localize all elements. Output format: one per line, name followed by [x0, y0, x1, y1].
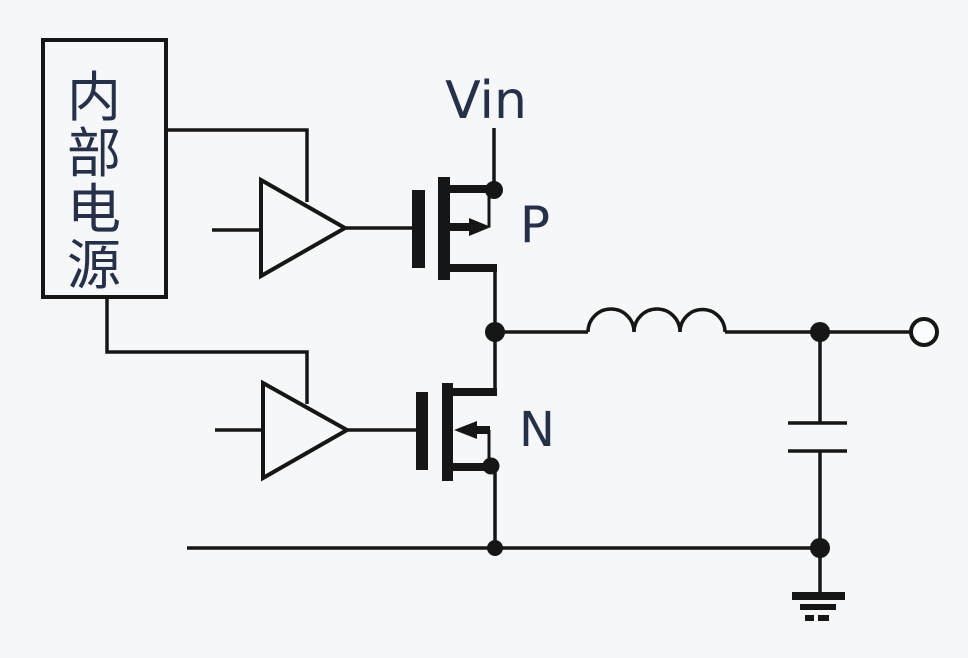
nmos-label: N	[519, 402, 555, 458]
vin-label: Vin	[445, 71, 527, 131]
pmos-channel-bar	[438, 177, 450, 280]
buffer-triangle-icon	[261, 379, 352, 482]
switch-node-junction-dot	[485, 322, 505, 342]
ground-bar-3b	[818, 615, 829, 621]
bottom-driver-buffer	[261, 379, 352, 482]
wire-box-to-top-driver	[166, 128, 309, 202]
internal-power-label-char-3: 电	[67, 178, 121, 241]
output-capacitor	[788, 421, 847, 453]
ground-bar-1	[792, 592, 845, 600]
ground-rail-capacitor-junction-dot	[810, 538, 830, 558]
ground-bar-3a	[805, 615, 814, 621]
ground-bar-2	[800, 604, 836, 610]
ground-rail-nmos-junction-dot	[487, 540, 503, 556]
internal-power-label-char-2: 部	[67, 122, 121, 185]
ground-icon	[792, 592, 845, 621]
output-node-junction-dot	[810, 322, 830, 342]
pmos-gate-bar	[412, 190, 425, 268]
pmos-transistor	[412, 177, 503, 280]
pmos-source-junction-dot	[485, 181, 503, 199]
nmos-transistor	[416, 383, 500, 481]
internal-power-box-outline	[41, 38, 168, 299]
pmos-body-arrow-icon	[469, 218, 491, 236]
internal-power-label-char-1: 内	[67, 66, 121, 129]
internal-power-box: 内 部 电 源	[41, 38, 168, 299]
buffer-triangle-icon	[259, 176, 350, 280]
nmos-source-junction-dot	[482, 457, 500, 475]
internal-power-label-char-4: 源	[67, 234, 121, 297]
output-terminal-circle-icon	[909, 317, 939, 347]
wire-box-to-bottom-driver	[105, 297, 309, 404]
nmos-body-arrow-icon	[454, 421, 477, 439]
inductor-coil-icon	[586, 307, 727, 333]
nmos-channel-bar	[442, 383, 453, 481]
nmos-gate-bar	[416, 392, 428, 470]
top-driver-buffer	[259, 176, 350, 280]
pmos-label: P	[520, 196, 550, 254]
